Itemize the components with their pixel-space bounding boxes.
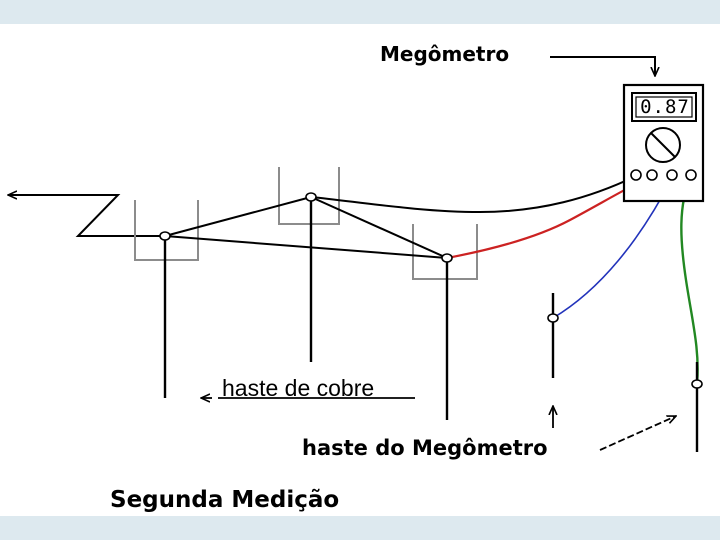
diagram-title: Segunda Medição bbox=[110, 487, 340, 513]
clamps bbox=[159, 192, 703, 389]
megometro-device bbox=[622, 83, 705, 203]
clamp-rod-2 bbox=[305, 192, 317, 202]
wire-rod1-rod2 bbox=[164, 196, 312, 237]
diagonal-arrow-meter-rod bbox=[599, 415, 676, 451]
megometro-pointer-arrow bbox=[550, 56, 655, 76]
clamp-rod-3 bbox=[441, 253, 453, 263]
terminal-2 bbox=[646, 169, 658, 181]
green-lead bbox=[680, 175, 699, 385]
top-band bbox=[0, 0, 720, 24]
inspection-pits bbox=[134, 167, 478, 280]
left-zigzag-arrow bbox=[8, 195, 165, 237]
haste-do-megometro-label: haste do Megômetro bbox=[302, 436, 548, 460]
haste-de-cobre-label: haste de cobre bbox=[222, 375, 375, 401]
wire-rod1-rod3 bbox=[164, 235, 448, 259]
wire-rod2-rod3 bbox=[310, 196, 448, 259]
pit-1 bbox=[134, 200, 199, 261]
copper-rods bbox=[163, 197, 449, 420]
bottom-band bbox=[0, 516, 720, 540]
clamp-meter-rod-1 bbox=[547, 313, 559, 323]
terminal-4 bbox=[685, 169, 697, 181]
terminal-1 bbox=[630, 169, 642, 181]
clamp-meter-rod-2 bbox=[691, 379, 703, 389]
meter-reading: 0.87 bbox=[640, 96, 690, 118]
meter-dial-needle bbox=[650, 132, 676, 158]
clamp-rod-1 bbox=[159, 231, 171, 241]
wire-rod2-meter bbox=[310, 175, 637, 214]
meter-display-window bbox=[635, 96, 693, 118]
terminal-3 bbox=[666, 169, 678, 181]
pit-2 bbox=[278, 167, 340, 225]
black-wires bbox=[164, 175, 637, 259]
meter-rods bbox=[551, 293, 699, 452]
meter-terminals bbox=[630, 169, 697, 181]
megometro-label: Megômetro bbox=[380, 42, 510, 66]
pit-3 bbox=[412, 224, 478, 280]
